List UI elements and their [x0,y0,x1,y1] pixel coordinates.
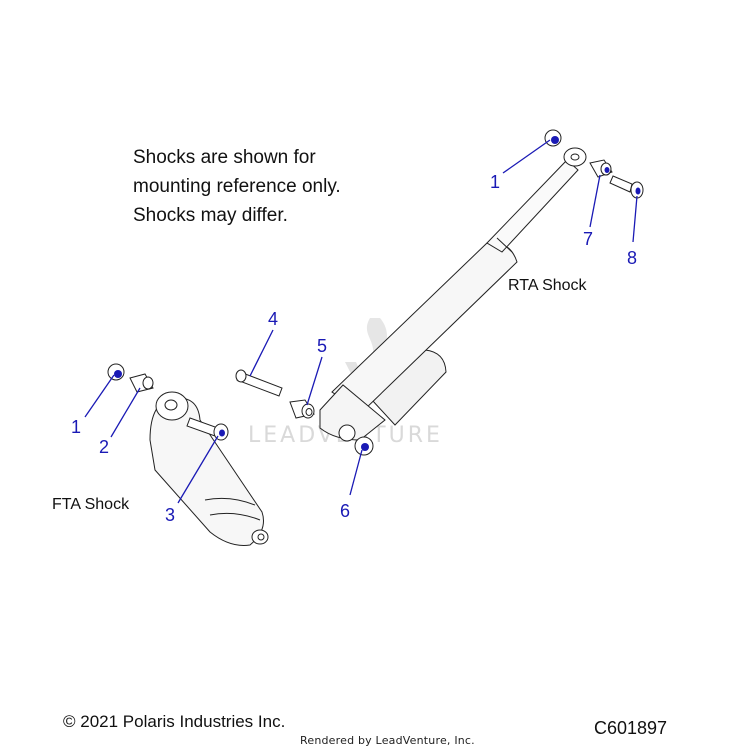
rta-nut-part-1 [544,129,562,147]
bushing-part-5 [289,399,315,419]
callout-part-4: 4 [268,309,278,329]
rendered-by-text: Rendered by LeadVenture, Inc. [300,734,475,747]
callout-part-3: 3 [165,505,175,525]
rta-bolt-part-8 [609,175,644,199]
fta-shock [149,391,269,546]
diagram-code: C601897 [594,718,668,738]
note-line: Shocks are shown for [133,147,316,168]
callout-part-5: 5 [317,336,327,356]
copyright-text: © 2021 Polaris Industries Inc. [63,712,286,731]
callout-leaders [84,139,638,504]
callout-fta-1: 1 [71,417,81,437]
note-line: mounting reference only. [133,176,341,197]
fta-bushing-part-2 [129,373,154,393]
rta-shock-label: RTA Shock [508,277,587,294]
fta-shock-label: FTA Shock [52,496,130,513]
callout-part-2: 2 [99,437,109,457]
rta-bushing-part-7 [589,159,613,178]
rta-nut-part-6 [338,424,374,456]
bolt-part-4 [235,369,283,397]
mounting-note: Shocks are shown for mounting reference … [133,143,341,230]
fta-nut-part-1 [107,363,125,381]
callout-part-7: 7 [583,229,593,249]
note-line: Shocks may differ. [133,205,288,226]
callout-rta-1: 1 [490,172,500,192]
callout-part-8: 8 [627,248,637,268]
rta-shock [319,147,587,441]
callout-numbers: 1 7 8 4 5 6 1 2 3 [71,172,637,525]
callout-part-6: 6 [340,501,350,521]
